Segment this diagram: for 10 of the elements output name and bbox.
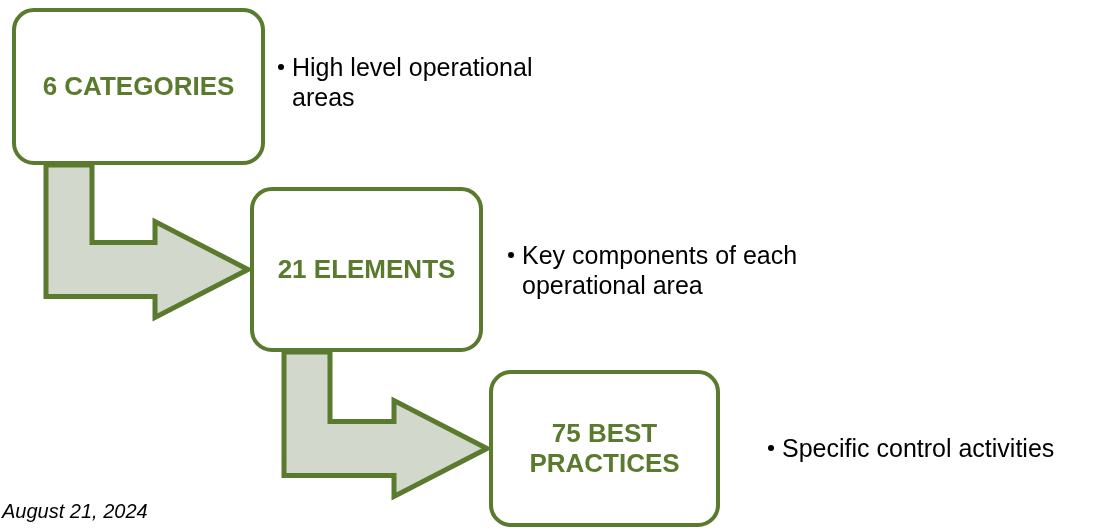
date-text: August 21, 2024	[2, 500, 148, 523]
process-box	[489, 370, 720, 527]
box-title: 6 CATEGORIES	[42, 71, 235, 102]
process-box	[250, 187, 483, 352]
process-box	[12, 8, 265, 165]
box-title: 75 BEST PRACTICES	[528, 418, 681, 479]
description-text: Specific control activities	[782, 433, 1055, 463]
description-text: Key components of each operational area	[522, 240, 799, 300]
box-title: 21 ELEMENTS	[277, 254, 456, 285]
description-text: High level operational areas	[292, 52, 534, 112]
